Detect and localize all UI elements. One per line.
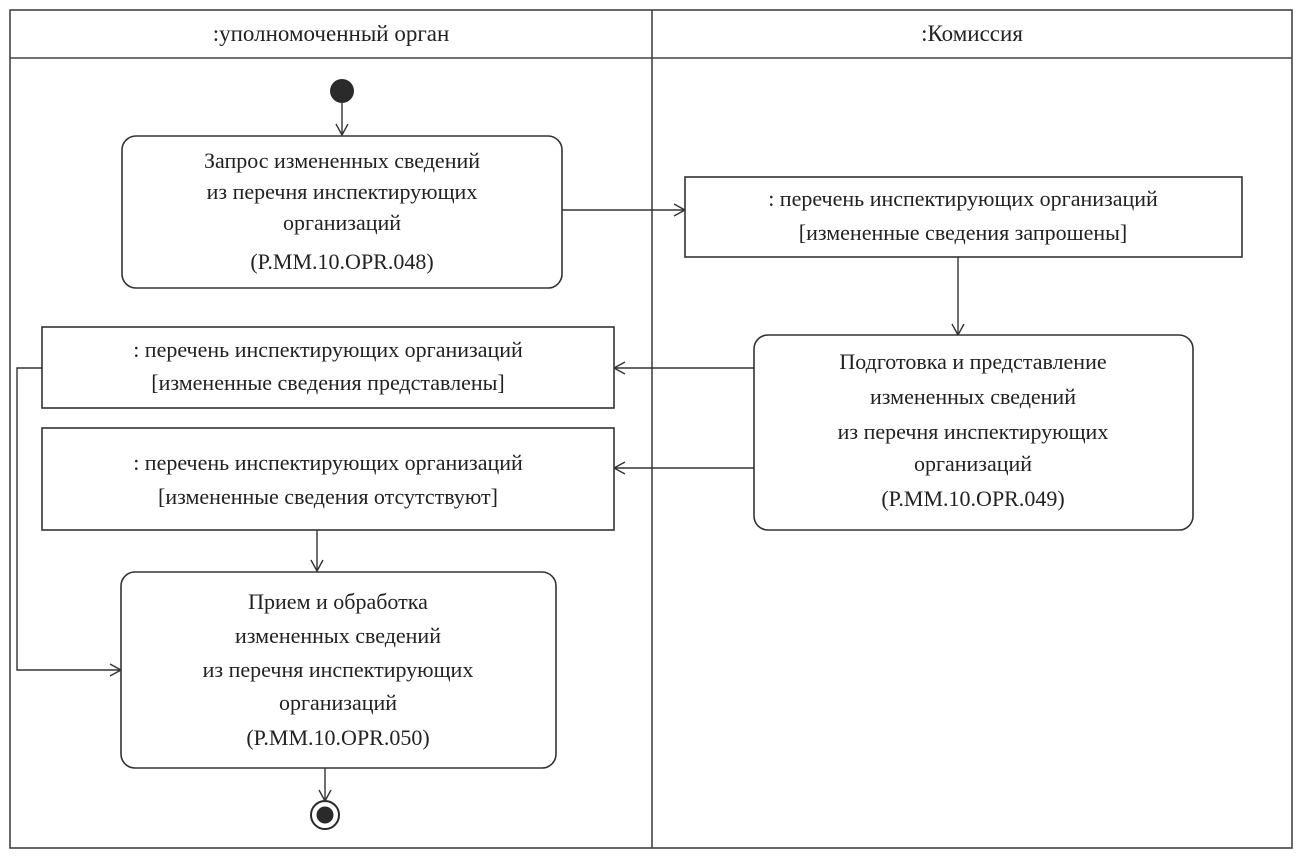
action-label-line: организаций — [283, 210, 401, 235]
object-node-requested: : перечень инспектирующих организаций [и… — [684, 176, 1243, 258]
action-code: (P.MM.10.OPR.049) — [881, 486, 1064, 511]
final-node — [310, 800, 340, 830]
object-label-line: : перечень инспектирующих организаций — [768, 186, 1158, 211]
action-label-line: измененных сведений — [235, 623, 441, 648]
object-state: [измененные сведения запрошены] — [799, 220, 1127, 245]
object-state: [измененные сведения представлены] — [151, 370, 505, 395]
flow-presented-to-050 — [16, 367, 121, 671]
action-label-line: организаций — [279, 690, 397, 715]
action-prepare-and-present: Подготовка и представление измененных св… — [753, 334, 1194, 531]
object-state: [измененные сведения отсутствуют] — [158, 484, 498, 509]
action-label-line: Подготовка и представление — [839, 349, 1106, 374]
control-flows — [16, 103, 959, 800]
action-label-line: измененных сведений — [870, 384, 1076, 409]
action-label-line: Запрос измененных сведений — [204, 148, 480, 173]
action-label-line: из перечня инспектирующих — [203, 657, 474, 682]
action-receive-and-process: Прием и обработка измененных сведений из… — [120, 571, 557, 769]
action-code: (P.MM.10.OPR.050) — [246, 725, 429, 750]
action-label-line: из перечня инспектирующих — [838, 419, 1109, 444]
arrowhead — [318, 789, 332, 803]
initial-node — [330, 79, 354, 103]
action-label-line: из перечня инспектирующих — [207, 179, 478, 204]
action-code: (P.MM.10.OPR.048) — [250, 249, 433, 274]
arrowheads — [109, 123, 965, 803]
action-label-line: организаций — [914, 451, 1032, 476]
swimlane-frame — [9, 9, 1293, 849]
action-label-line: Прием и обработка — [248, 589, 428, 614]
lane-title-authorized-body: :уполномоченный орган — [213, 21, 450, 46]
action-request-changed-info: Запрос измененных сведений из перечня ин… — [121, 135, 563, 289]
object-label-line: : перечень инспектирующих организаций — [133, 337, 523, 362]
object-node-absent: : перечень инспектирующих организаций [и… — [41, 427, 615, 531]
arrowhead — [310, 559, 324, 573]
arrowhead — [335, 123, 349, 137]
object-label-line: : перечень инспектирующих организаций — [133, 450, 523, 475]
object-node-presented: : перечень инспектирующих организаций [и… — [41, 326, 615, 409]
lane-title-commission: :Комиссия — [921, 21, 1023, 46]
